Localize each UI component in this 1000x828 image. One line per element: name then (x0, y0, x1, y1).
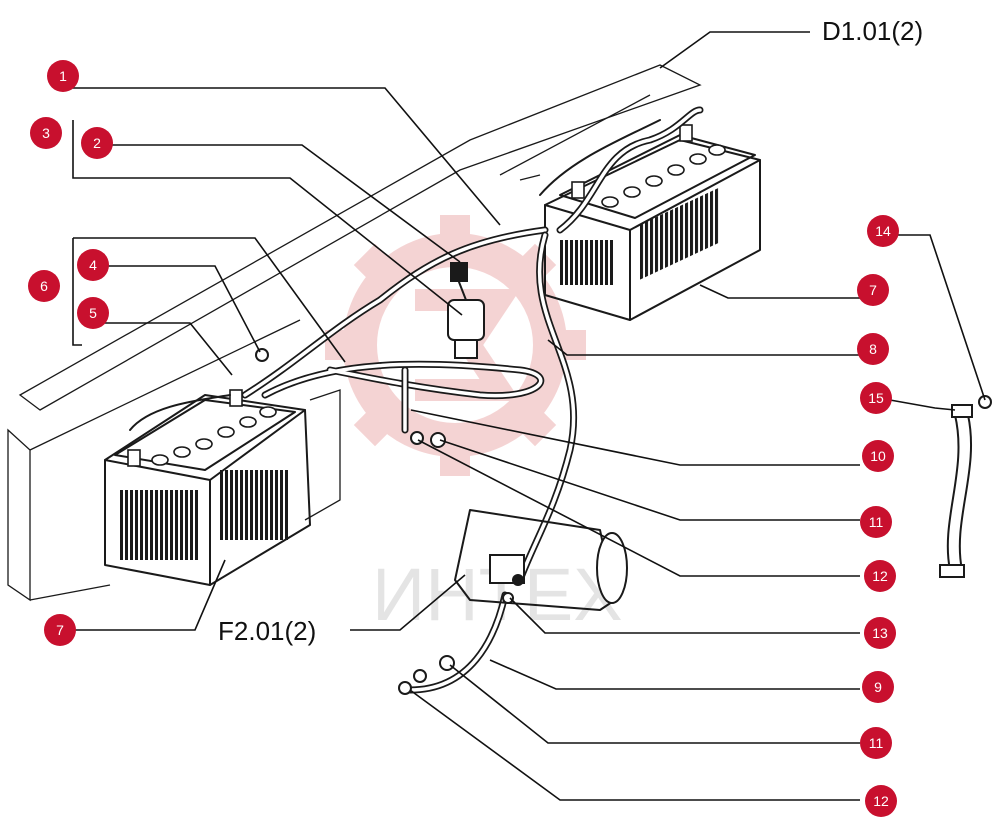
callout-number: 8 (869, 341, 877, 357)
callout-badge-c4: 4 (77, 249, 109, 281)
callout-badge-c7a: 7 (44, 614, 76, 646)
callout-badge-c11b: 11 (860, 727, 892, 759)
chassis-outline (7, 64, 702, 602)
callout-badge-circle (865, 785, 897, 817)
callout-number: 12 (872, 568, 888, 584)
callout-badge-circle (77, 249, 109, 281)
callout-badge-c12b: 12 (865, 785, 897, 817)
callout-badge-circle (28, 270, 60, 302)
callout-badge-circle (862, 440, 894, 472)
callout-badge-c6: 6 (28, 270, 60, 302)
leader-lines (60, 31, 986, 801)
callout-badge-circle (867, 215, 899, 247)
callout-badge-c5: 5 (77, 297, 109, 329)
callout-badge-circle (860, 506, 892, 538)
callout-badge-circle (857, 274, 889, 306)
callout-badge-c2: 2 (81, 127, 113, 159)
callout-badge-c13: 13 (864, 617, 896, 649)
callout-badge-c3: 3 (30, 117, 62, 149)
callout-badge-circle (860, 727, 892, 759)
callout-number: 9 (874, 679, 882, 695)
callout-number: 1 (59, 68, 67, 84)
callout-number: 7 (56, 622, 64, 638)
callout-number: 15 (868, 390, 884, 406)
callout-badge-c14: 14 (867, 215, 899, 247)
cable-set (129, 106, 704, 694)
starter-motor (454, 509, 628, 611)
callout-badge-circle (864, 617, 896, 649)
battery-left (104, 389, 311, 586)
callout-badge-circle (81, 127, 113, 159)
callout-badge-c1: 1 (47, 60, 79, 92)
callout-badge-c10: 10 (862, 440, 894, 472)
callout-number: 11 (869, 735, 884, 751)
callout-badge-c12a: 12 (864, 560, 896, 592)
callout-number: 12 (873, 793, 889, 809)
callout-badge-circle (860, 382, 892, 414)
callout-badge-c8: 8 (857, 333, 889, 365)
callout-number: 2 (93, 135, 101, 151)
ground-strap (939, 404, 973, 578)
callout-badge-circle (862, 671, 894, 703)
callout-number: 3 (42, 125, 50, 141)
callout-badge-circle (864, 560, 896, 592)
battery-right (544, 124, 761, 321)
callout-number: 13 (872, 625, 888, 641)
callout-number: 5 (89, 305, 97, 321)
callout-number: 6 (40, 278, 48, 294)
callout-badge-c15: 15 (860, 382, 892, 414)
callout-badge-circle (77, 297, 109, 329)
callout-badge-circle (857, 333, 889, 365)
callout-badge-circle (47, 60, 79, 92)
callout-badge-circle (44, 614, 76, 646)
callout-badge-circle (30, 117, 62, 149)
callout-number: 10 (870, 448, 886, 464)
callout-badge-c11a: 11 (860, 506, 892, 538)
callout-badge-c9: 9 (862, 671, 894, 703)
ref-label-d1: D1.01(2) (822, 16, 923, 46)
ref-label-f2: F2.01(2) (218, 616, 316, 646)
callout-number: 11 (869, 514, 884, 530)
callout-number: 4 (89, 257, 97, 273)
callout-number: 7 (869, 282, 877, 298)
callout-number: 14 (875, 223, 891, 239)
callout-badge-c7b: 7 (857, 274, 889, 306)
